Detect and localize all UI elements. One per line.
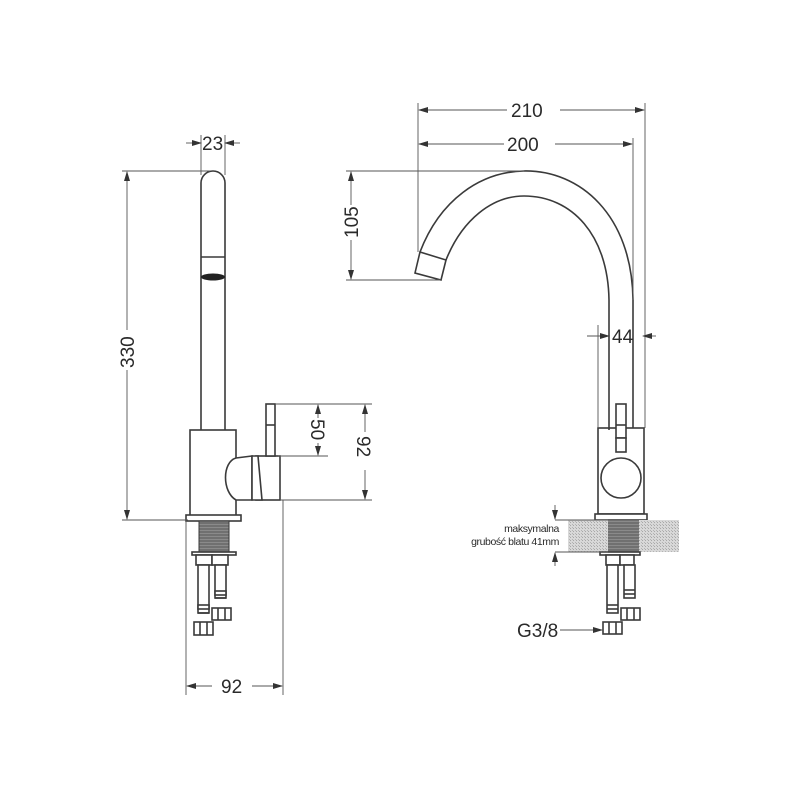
- gooseneck-spout: [419, 170, 634, 432]
- dim-overall-reach: 210: [511, 101, 543, 122]
- dim-spout-drop: 105: [342, 206, 363, 238]
- front-view: 210 200 105 44 maksymalna grubość blatu …: [342, 101, 679, 642]
- countertop-shank: [608, 520, 639, 552]
- dim-spout-reach: 200: [507, 135, 539, 156]
- front-handle-lever: [615, 403, 627, 439]
- countertop-right: [639, 520, 679, 552]
- connector-thread-label: G3/8: [517, 621, 558, 642]
- countertop-note-line1: maksymalna: [504, 523, 559, 535]
- spout-tip: [414, 250, 447, 281]
- dim-body-width: 44: [612, 327, 634, 348]
- dim-base-depth: 92: [221, 677, 242, 698]
- dim-handle-height: 50: [306, 419, 327, 440]
- spout-tube: [200, 170, 226, 432]
- countertop-left: [568, 520, 608, 552]
- countertop-note-line2: grubość blatu 41mm: [471, 536, 560, 548]
- base-plate: [185, 514, 242, 522]
- front-nut-left: [602, 621, 623, 635]
- dim-spout-diameter: 23: [202, 134, 223, 155]
- handle-lever: [265, 403, 276, 457]
- threaded-shank: [198, 520, 230, 554]
- dim-total-height: 330: [118, 336, 139, 368]
- front-nut-right: [620, 607, 641, 621]
- dim-body-height: 92: [352, 436, 373, 457]
- aerator: [201, 273, 225, 281]
- side-view: 23 330 50 92 92: [118, 134, 373, 698]
- handle-knob: [600, 457, 642, 499]
- nut-left: [193, 621, 214, 636]
- nut-right: [211, 607, 232, 621]
